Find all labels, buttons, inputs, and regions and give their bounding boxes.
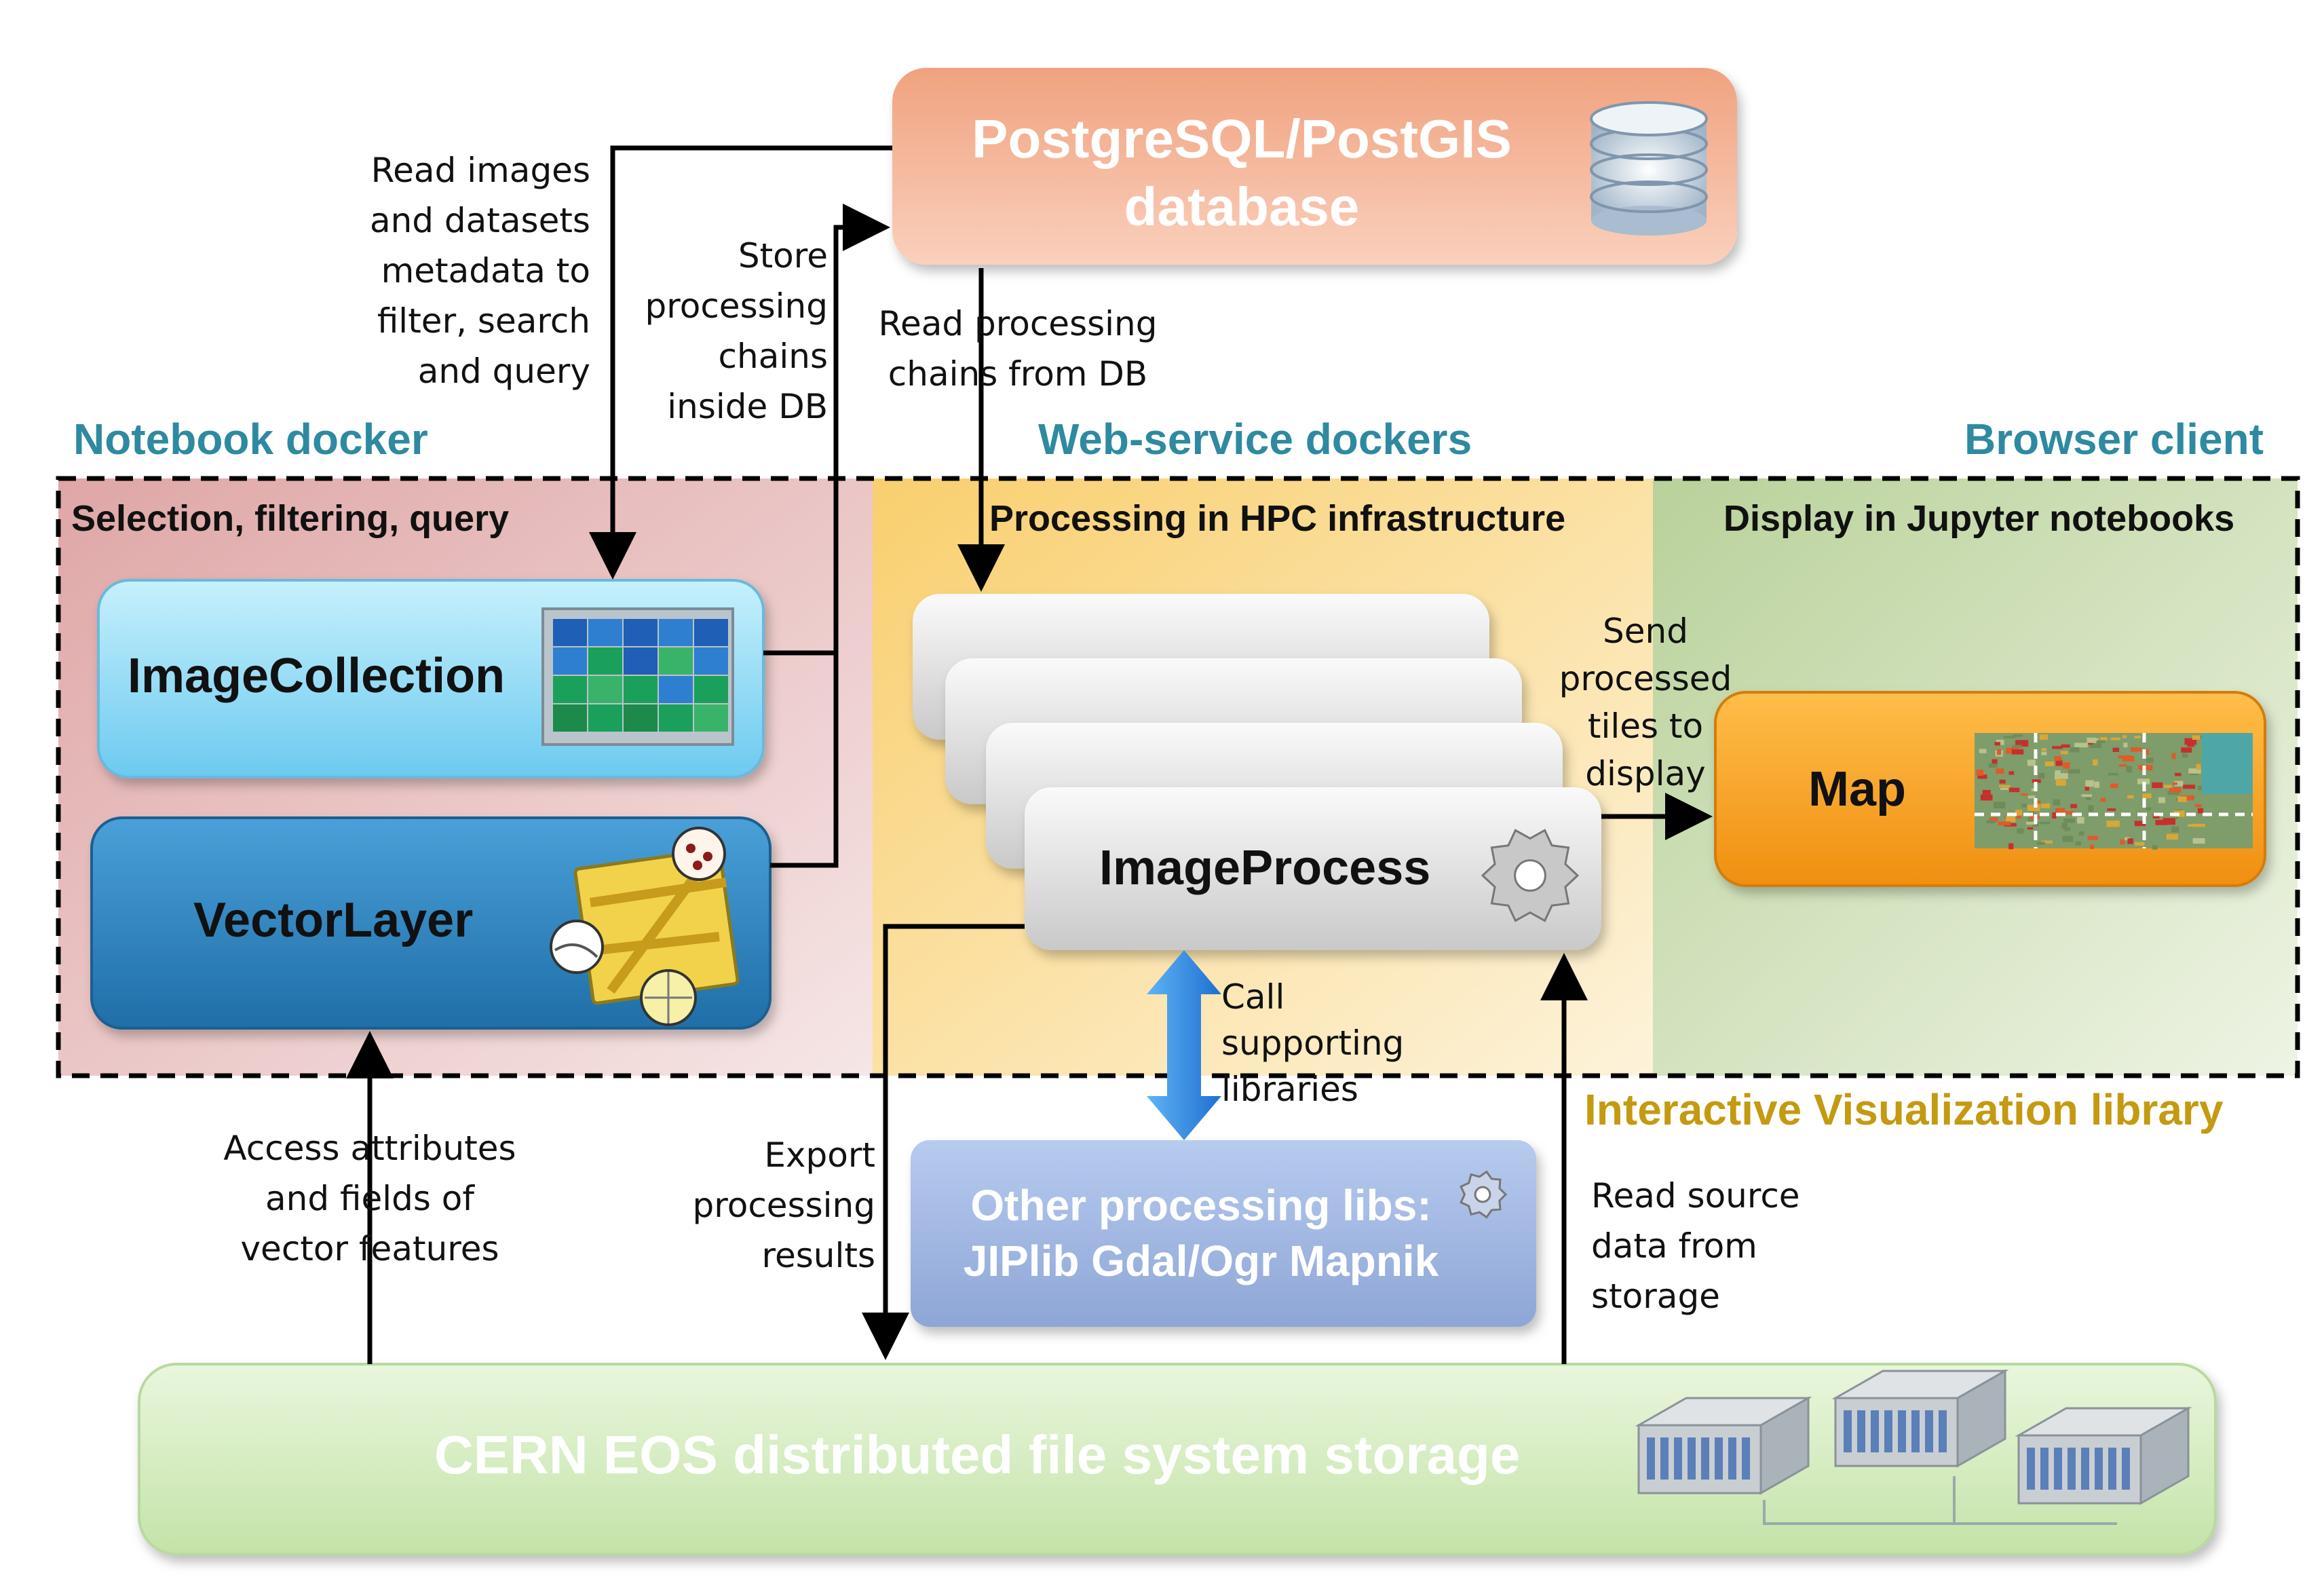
vector-layer-label: VectorLayer — [193, 893, 474, 947]
label-access-attributes: Access attributes and fields of vector f… — [190, 1123, 550, 1274]
satellite-map-icon — [1975, 733, 2253, 850]
label-line: Export — [764, 1135, 875, 1175]
label-line: and query — [417, 352, 590, 391]
other-libs-line2: JIPlib Gdal/Ogr Mapnik — [963, 1237, 1439, 1285]
label-line: Store — [738, 236, 828, 276]
label-line: Read images — [370, 151, 590, 190]
label-line: and datasets — [369, 201, 590, 240]
label-line: supporting — [1221, 1023, 1405, 1063]
section-browser-client: Browser client — [1964, 415, 2264, 464]
label-read-source: Read source data from storage — [1591, 1171, 1863, 1321]
label-line: inside DB — [667, 387, 828, 426]
label-read-images: Read images and datasets metadata to fil… — [319, 145, 590, 396]
gear-icon — [1481, 829, 1580, 922]
label-line: processed — [1559, 659, 1732, 698]
label-line: results — [761, 1236, 875, 1275]
storage-label: CERN EOS distributed file system storage — [434, 1425, 1521, 1485]
label-line: processing — [692, 1186, 875, 1225]
label-line: chains from DB — [888, 354, 1148, 394]
subsection-selection: Selection, filtering, query — [71, 498, 510, 539]
label-send-tiles: Send processed tiles to display — [1554, 607, 1737, 797]
label-line: filter, search — [377, 301, 590, 341]
other-libs-label: Other processing libs: JIPlib Gdal/Ogr M… — [930, 1178, 1472, 1289]
label-line: vector features — [240, 1229, 499, 1268]
other-libs-line1: Other processing libs: — [970, 1181, 1432, 1230]
other-libs-box — [911, 1140, 1536, 1327]
subsection-display: Display in Jupyter notebooks — [1723, 498, 2235, 539]
label-line: tiles to — [1587, 707, 1704, 746]
label-line: data from — [1591, 1226, 1757, 1266]
label-line: display — [1585, 754, 1706, 793]
label-line: processing — [645, 286, 828, 326]
image-grid-icon — [541, 607, 734, 746]
interactive-visualization-boundary — [56, 476, 2300, 1078]
database-icon — [1590, 101, 1708, 236]
label-read-chains: Read processing chains from DB — [862, 299, 1174, 399]
label-line: Call — [1221, 977, 1285, 1017]
read-metadata-arrow — [589, 145, 892, 580]
label-line: Access attributes — [223, 1129, 516, 1168]
label-export-results: Export processing results — [651, 1130, 875, 1281]
image-process-label: ImageProcess — [1099, 841, 1431, 895]
image-collection-label: ImageCollection — [128, 649, 506, 703]
database-title: PostgreSQL/PostGIS database — [902, 105, 1581, 241]
database-box — [892, 68, 1737, 265]
label-call-libraries: Call supporting libraries — [1221, 974, 1425, 1112]
section-interactive-visualization-library: Interactive Visualization library — [1584, 1085, 2224, 1134]
label-line: and fields of — [265, 1179, 474, 1218]
database-title-line1: PostgreSQL/PostGIS — [972, 109, 1512, 169]
map-label: Map — [1808, 762, 1906, 816]
label-line: Read source — [1591, 1176, 1800, 1216]
section-webservice-dockers: Web-service dockers — [1038, 415, 1472, 464]
store-chains-arrow — [770, 204, 890, 868]
label-store-chains: Store processing chains inside DB — [611, 231, 828, 432]
export-results-arrow — [862, 924, 1025, 1360]
subsection-processing: Processing in HPC infrastructure — [989, 498, 1566, 539]
label-line: chains — [718, 337, 828, 376]
label-line: libraries — [1221, 1070, 1358, 1109]
database-title-line2: database — [1124, 176, 1360, 237]
section-notebook-docker: Notebook docker — [73, 415, 428, 464]
small-gear-icon — [1460, 1170, 1508, 1219]
server-icon — [1635, 1369, 2192, 1525]
label-line: Read processing — [878, 304, 1158, 343]
vector-map-icon — [550, 827, 740, 1026]
label-line: storage — [1591, 1277, 1720, 1316]
call-libraries-double-arrow — [1147, 950, 1221, 1140]
label-line: Send — [1603, 611, 1688, 651]
label-line: metadata to — [381, 251, 590, 290]
image-process-box — [1025, 787, 1601, 950]
